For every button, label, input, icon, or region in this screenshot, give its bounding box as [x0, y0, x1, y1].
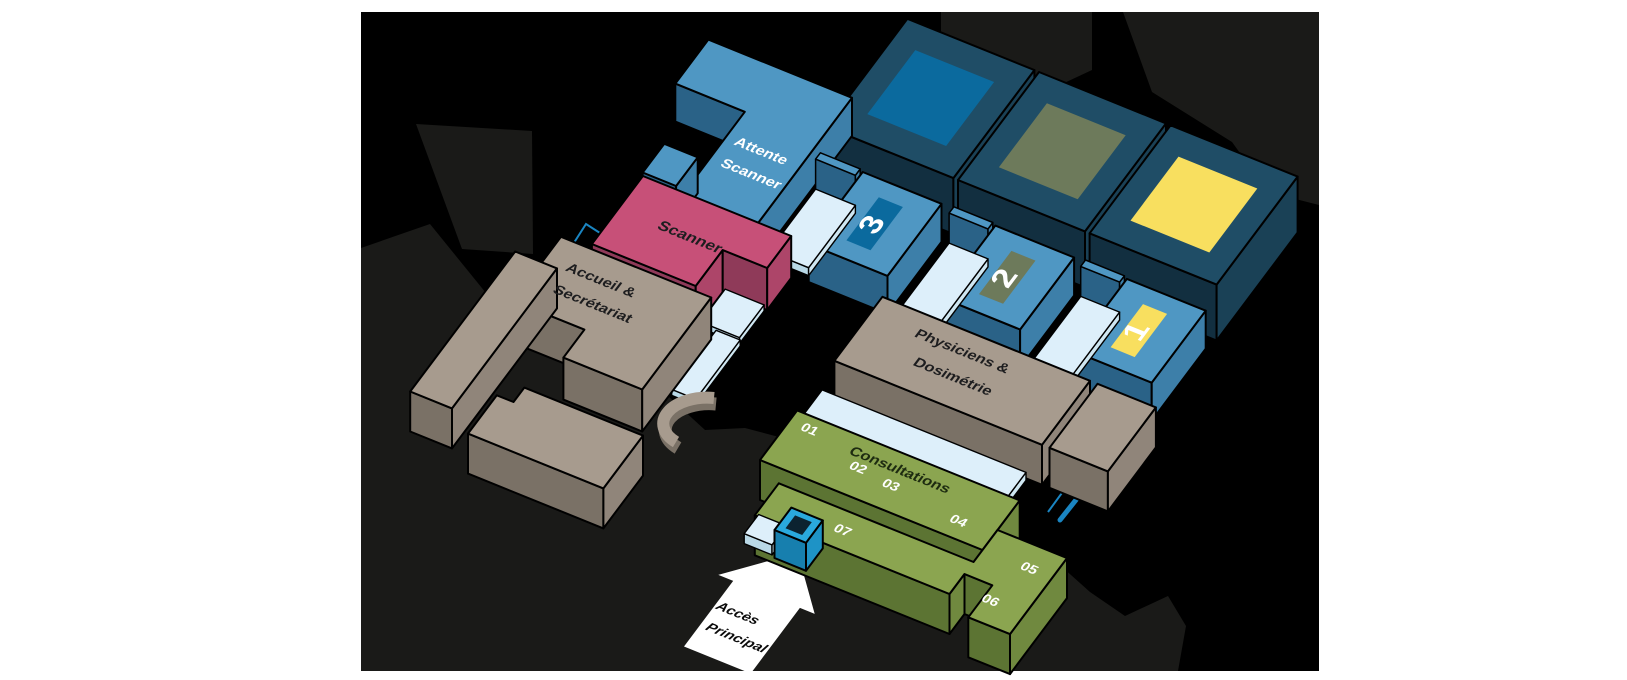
bunker-3-inner-room: [867, 50, 995, 146]
tan-bar-block-top: [409, 250, 558, 410]
cast-shadow-topright: [1123, 12, 1319, 205]
tan-plain-block-top: [467, 386, 644, 490]
room-backwall-0-top: [814, 152, 861, 177]
curved-wall: [657, 391, 715, 448]
small-tan-block-top: [1048, 382, 1157, 473]
label-consult-07: 07: [831, 521, 856, 539]
cast-shadow-left: [416, 124, 533, 254]
label-consult-04: 04: [947, 511, 972, 529]
physiciens-block-top: [833, 295, 1091, 446]
label-consult-03: 03: [879, 476, 904, 494]
bunker-2-inner-room: [998, 103, 1126, 200]
consultations-lower-block-top: [753, 482, 1068, 636]
scanner-block-top: [590, 175, 793, 287]
room-number-plaque-3: [846, 197, 903, 251]
bunker-1-inner-room: [1130, 156, 1258, 253]
room-backwall-1-top: [948, 206, 994, 230]
small-cube-block-top: [641, 142, 699, 187]
label-consult-05: 05: [1017, 559, 1042, 577]
label-consult-06: 06: [979, 591, 1004, 609]
label-consult-01: 01: [798, 420, 823, 438]
scanner-floor-top: [699, 288, 765, 339]
room-number-plaque-1: [1110, 304, 1168, 358]
entrance-door-hole: [785, 515, 812, 535]
consultations-block-top: [759, 409, 1021, 551]
room-backwall-2-top: [1079, 259, 1126, 283]
entrance-walkway-arrow: [684, 552, 815, 674]
room-number-plaque-2: [979, 250, 1036, 304]
accueil-block-top: [512, 235, 713, 391]
label-consult-02: 02: [846, 458, 871, 476]
